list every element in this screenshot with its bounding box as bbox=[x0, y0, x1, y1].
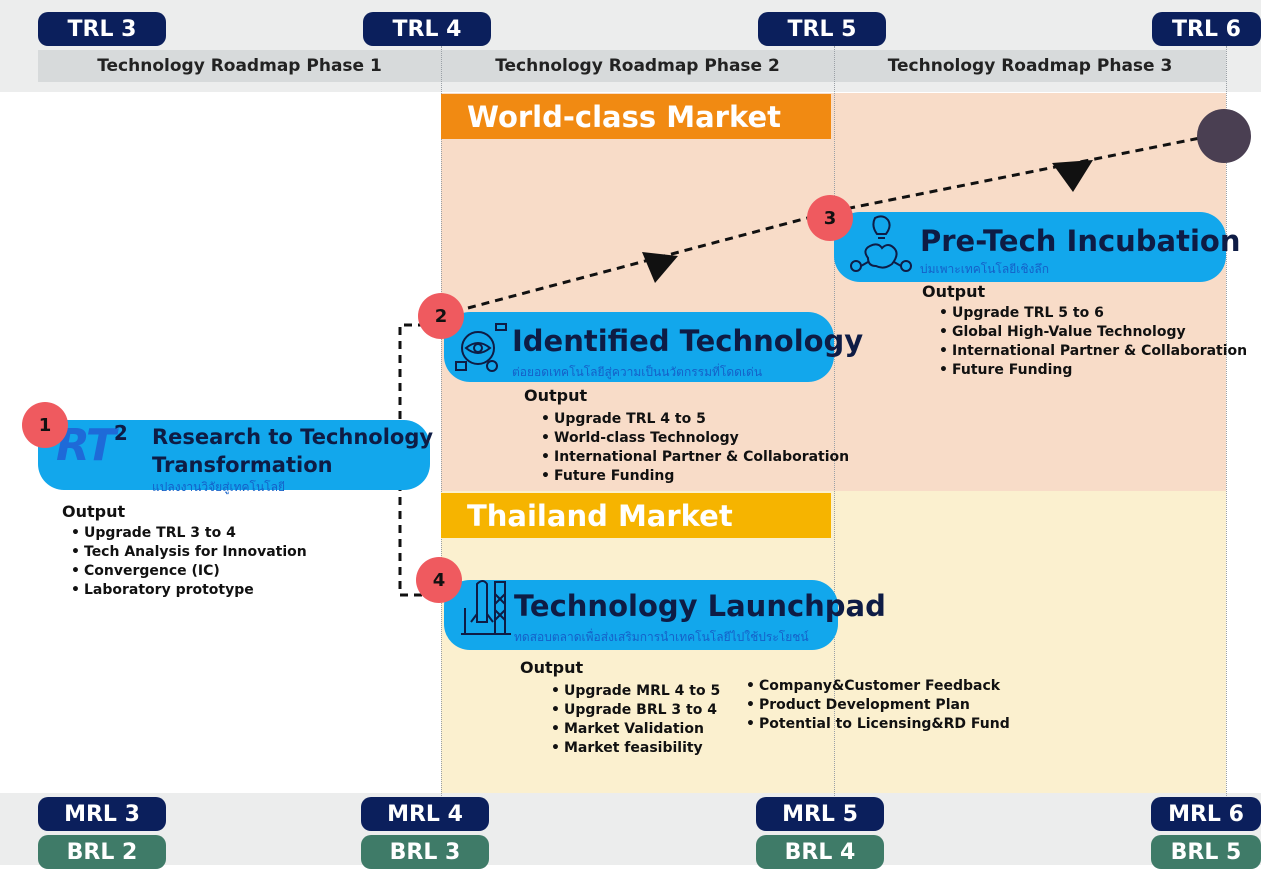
phase-2-header: Technology Roadmap Phase 2 bbox=[441, 50, 834, 82]
output-item: World-class Technology bbox=[541, 429, 849, 448]
step-3-output-list: Upgrade TRL 5 to 6 Global High-Value Tec… bbox=[934, 304, 1247, 380]
step-4-output-list-left: Upgrade MRL 4 to 5 Upgrade BRL 3 to 4 Ma… bbox=[546, 682, 720, 758]
brl-2-badge: BRL 2 bbox=[38, 835, 166, 869]
brain-bulb-icon bbox=[848, 212, 914, 282]
mrl-6-badge: MRL 6 bbox=[1151, 797, 1261, 831]
brl-3-badge: BRL 3 bbox=[361, 835, 489, 869]
output-item: Upgrade TRL 4 to 5 bbox=[541, 410, 849, 429]
output-item: Future Funding bbox=[939, 361, 1247, 380]
rocket-launch-icon bbox=[455, 578, 513, 644]
trl-5-badge: TRL 5 bbox=[758, 12, 886, 46]
bottom-band bbox=[0, 793, 1261, 865]
trl-3-badge: TRL 3 bbox=[38, 12, 166, 46]
step-4-subtitle: ทดสอบตลาดเพื่อส่งเสริมการนำเทคโนโลยีไปใช… bbox=[514, 630, 809, 644]
output-item: Upgrade MRL 4 to 5 bbox=[551, 682, 720, 701]
step-3-subtitle: บ่มเพาะเทคโนโลยีเชิงลึก bbox=[920, 262, 1049, 276]
step-3-card bbox=[834, 212, 1226, 282]
mrl-3-badge: MRL 3 bbox=[38, 797, 166, 831]
output-item: Laboratory prototype bbox=[71, 581, 307, 600]
output-item: Market Validation bbox=[551, 720, 720, 739]
step-3-output-label: Output bbox=[922, 282, 986, 301]
output-item: Product Development Plan bbox=[746, 696, 1010, 715]
step-2-number-badge: 2 bbox=[418, 293, 464, 339]
output-item: Company&Customer Feedback bbox=[746, 677, 1010, 696]
phase-divider-1 bbox=[441, 46, 442, 796]
output-item: Tech Analysis for Innovation bbox=[71, 543, 307, 562]
output-item: Market feasibility bbox=[551, 739, 720, 758]
arrowhead-1 bbox=[642, 252, 678, 283]
step-4-output-list-right: Company&Customer Feedback Product Develo… bbox=[741, 677, 1010, 734]
step-4-output-label: Output bbox=[520, 658, 584, 677]
step-1-number-badge: 1 bbox=[22, 402, 68, 448]
step-2-output-list: Upgrade TRL 4 to 5 World-class Technolog… bbox=[536, 410, 849, 486]
trl-6-badge: TRL 6 bbox=[1152, 12, 1261, 46]
step-2-output-label: Output bbox=[524, 386, 588, 405]
output-item: International Partner & Collaboration bbox=[541, 448, 849, 467]
output-item: Global High-Value Technology bbox=[939, 323, 1247, 342]
phase-3-header: Technology Roadmap Phase 3 bbox=[834, 50, 1226, 82]
output-item: Future Funding bbox=[541, 467, 849, 486]
output-item-continuation: Convergence (IC) bbox=[71, 562, 307, 581]
world-class-market-label: World-class Market bbox=[441, 94, 831, 139]
step-4-card bbox=[444, 580, 838, 650]
step-1-subtitle: แปลงงานวิจัยสู่เทคโนโลยี bbox=[152, 480, 286, 494]
mrl-5-badge: MRL 5 bbox=[756, 797, 884, 831]
step-2-title: Identified Technology bbox=[512, 324, 864, 358]
output-item: Upgrade BRL 3 to 4 bbox=[551, 701, 720, 720]
phase-divider-3 bbox=[1226, 46, 1227, 796]
output-item: Upgrade TRL 5 to 6 bbox=[939, 304, 1247, 323]
step-2-card bbox=[444, 312, 834, 382]
end-node bbox=[1197, 109, 1251, 163]
brl-5-badge: BRL 5 bbox=[1151, 835, 1261, 869]
step-3-title: Pre-Tech Incubation bbox=[920, 224, 1241, 258]
mrl-4-badge: MRL 4 bbox=[361, 797, 489, 831]
branch-connector-down bbox=[398, 455, 440, 597]
step-1-output-list: Upgrade TRL 3 to 4 Tech Analysis for Inn… bbox=[66, 524, 307, 600]
brl-4-badge: BRL 4 bbox=[756, 835, 884, 869]
step-1-title-line1: Research to Technology bbox=[152, 425, 434, 449]
arrowhead-2 bbox=[1052, 160, 1093, 192]
output-item: International Partner & Collaboration bbox=[939, 342, 1247, 361]
step-1-card bbox=[38, 420, 430, 490]
step-4-number-badge: 4 bbox=[416, 557, 462, 603]
step-1-output-label: Output bbox=[62, 502, 126, 521]
trl-4-badge: TRL 4 bbox=[363, 12, 491, 46]
phase-1-header: Technology Roadmap Phase 1 bbox=[38, 50, 441, 82]
step-2-subtitle: ต่อยอดเทคโนโลยีสู่ความเป็นนวัตกรรมที่โดด… bbox=[512, 365, 763, 379]
step-1-title-line2: Transformation bbox=[152, 453, 333, 477]
output-item: Potential to Licensing&RD Fund bbox=[746, 715, 1010, 734]
step-4-title: Technology Launchpad bbox=[514, 589, 886, 623]
output-item: Upgrade TRL 3 to 4 bbox=[71, 524, 307, 543]
step-3-number-badge: 3 bbox=[807, 195, 853, 241]
eye-gear-icon bbox=[452, 318, 510, 380]
thailand-market-label: Thailand Market bbox=[441, 493, 831, 538]
